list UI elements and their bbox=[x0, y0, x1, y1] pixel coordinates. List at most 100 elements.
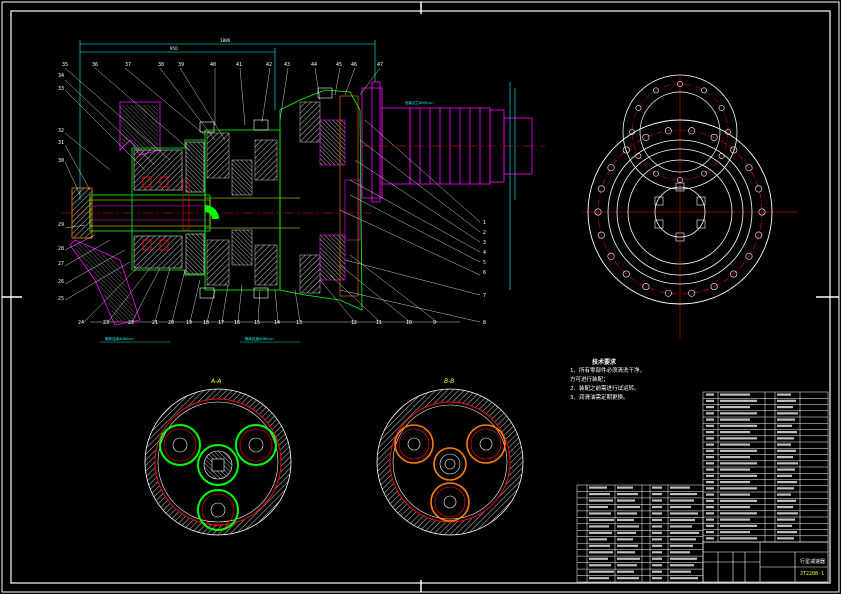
part-number-29: 29 bbox=[58, 222, 65, 228]
part-number-15: 15 bbox=[254, 320, 261, 326]
cell-text-mark bbox=[589, 492, 610, 496]
cell-text-mark bbox=[617, 492, 638, 496]
part-number-19: 19 bbox=[186, 320, 193, 326]
cell-text-mark bbox=[706, 399, 714, 402]
cell-text-mark bbox=[706, 531, 714, 534]
motor-bolt-hole bbox=[725, 129, 731, 135]
cell-text-mark bbox=[589, 538, 607, 541]
part-number-42: 42 bbox=[266, 62, 273, 68]
part-number-26: 26 bbox=[58, 279, 65, 285]
part-number-3: 3 bbox=[483, 240, 487, 246]
cell-text-mark bbox=[720, 443, 750, 446]
motor-bolt-hole bbox=[718, 105, 725, 111]
cell-text-mark bbox=[706, 418, 714, 421]
cell-text-mark bbox=[777, 406, 793, 409]
cell-text-mark bbox=[589, 551, 613, 554]
bolt-hole bbox=[607, 252, 615, 260]
part-number-18: 18 bbox=[203, 320, 210, 326]
cell-text-mark bbox=[670, 564, 694, 567]
motor-bolt-hole bbox=[635, 153, 642, 159]
cell-text-mark bbox=[652, 505, 662, 509]
cell-text-mark bbox=[777, 431, 797, 434]
main-section-view: 1886 950 bbox=[62, 38, 545, 343]
part-number-33: 33 bbox=[58, 86, 65, 92]
cell-text-mark bbox=[706, 474, 714, 477]
part-number-22: 22 bbox=[128, 320, 135, 326]
part-number-36: 36 bbox=[92, 62, 99, 68]
left-leader-lines bbox=[64, 132, 131, 301]
cell-text-mark bbox=[652, 525, 662, 528]
cell-text-mark bbox=[777, 499, 796, 502]
cell-text-mark bbox=[670, 525, 692, 528]
cell-text-mark bbox=[617, 486, 633, 489]
cell-text-mark bbox=[652, 557, 662, 560]
cell-text-mark bbox=[706, 412, 714, 415]
cell-text-mark bbox=[720, 412, 757, 415]
part-number-2: 2 bbox=[483, 230, 487, 236]
bolt-hole bbox=[745, 252, 753, 260]
part-number-17: 17 bbox=[218, 320, 225, 326]
part-number-35: 35 bbox=[62, 62, 69, 68]
cell-text-mark bbox=[720, 524, 757, 527]
motor bbox=[361, 81, 533, 203]
cell-text-mark bbox=[589, 577, 609, 580]
second-stage-housing bbox=[199, 119, 300, 299]
bolt-hole bbox=[730, 270, 738, 278]
title-block-cell-text bbox=[589, 393, 798, 580]
cell-text-mark bbox=[670, 499, 694, 502]
cell-text-mark bbox=[720, 481, 750, 484]
bolt-hole bbox=[664, 289, 672, 297]
svg-text:箱体连接Φ360×n: 箱体连接Φ360×n bbox=[105, 336, 134, 341]
part-number-20: 20 bbox=[168, 320, 175, 326]
cell-text-mark bbox=[589, 525, 609, 528]
motor-bolt-hole bbox=[653, 87, 659, 94]
cell-text-mark bbox=[670, 518, 695, 522]
cell-text-mark bbox=[777, 437, 794, 440]
cell-text-mark bbox=[720, 431, 750, 434]
end-view-motor-bolt-holes bbox=[629, 81, 731, 183]
svg-text:箱体连接Φ360×n: 箱体连接Φ360×n bbox=[245, 336, 274, 341]
part-number-23: 23 bbox=[103, 320, 110, 326]
bolt-hole bbox=[622, 146, 630, 154]
cell-text-mark bbox=[777, 399, 796, 402]
cell-text-mark bbox=[720, 462, 757, 465]
part-number-46: 46 bbox=[351, 62, 358, 68]
cell-text-mark bbox=[720, 537, 757, 540]
cell-text-mark bbox=[589, 531, 612, 534]
part-number-27: 27 bbox=[58, 261, 65, 267]
cell-text-mark bbox=[706, 449, 714, 452]
cell-text-mark bbox=[777, 493, 791, 496]
title-block-name: 行星减速器 bbox=[800, 559, 826, 565]
cell-text-mark bbox=[706, 462, 714, 465]
motor-bolt-hole bbox=[701, 170, 707, 177]
cell-text-mark bbox=[670, 577, 698, 580]
cell-text-mark bbox=[777, 474, 792, 477]
cell-text-mark bbox=[670, 505, 691, 509]
cell-text-mark bbox=[652, 492, 662, 496]
cell-text-mark bbox=[589, 564, 611, 567]
part-number-5: 5 bbox=[483, 260, 487, 266]
cell-text-mark bbox=[777, 468, 795, 471]
bolt-hole bbox=[664, 127, 672, 135]
tech-req-line-3: 2、装配之前需进行试运转。 bbox=[570, 386, 640, 392]
cell-text-mark bbox=[720, 468, 750, 471]
tech-req-line-2: 方可进行装配； bbox=[570, 377, 609, 383]
bolt-hole bbox=[755, 231, 763, 239]
part-number-24: 24 bbox=[78, 320, 85, 326]
cell-text-mark bbox=[706, 468, 714, 471]
cell-text-mark bbox=[617, 512, 637, 515]
cell-text-mark bbox=[706, 456, 714, 459]
technical-requirements-title: 技术要求 bbox=[592, 359, 617, 366]
tech-req-line-4: 3、润滑油需定期更换。 bbox=[570, 395, 629, 401]
cell-text-mark bbox=[706, 443, 714, 446]
part-number-43: 43 bbox=[284, 62, 291, 68]
cell-text-mark bbox=[617, 525, 639, 528]
part-number-25: 25 bbox=[58, 296, 65, 302]
cell-text-mark bbox=[617, 544, 638, 547]
cell-text-mark bbox=[706, 512, 714, 515]
cell-text-mark bbox=[617, 577, 639, 580]
cell-text-mark bbox=[670, 557, 697, 560]
bolt-hole bbox=[745, 164, 753, 172]
cell-text-mark bbox=[706, 393, 714, 396]
part-number-21: 21 bbox=[152, 320, 159, 326]
